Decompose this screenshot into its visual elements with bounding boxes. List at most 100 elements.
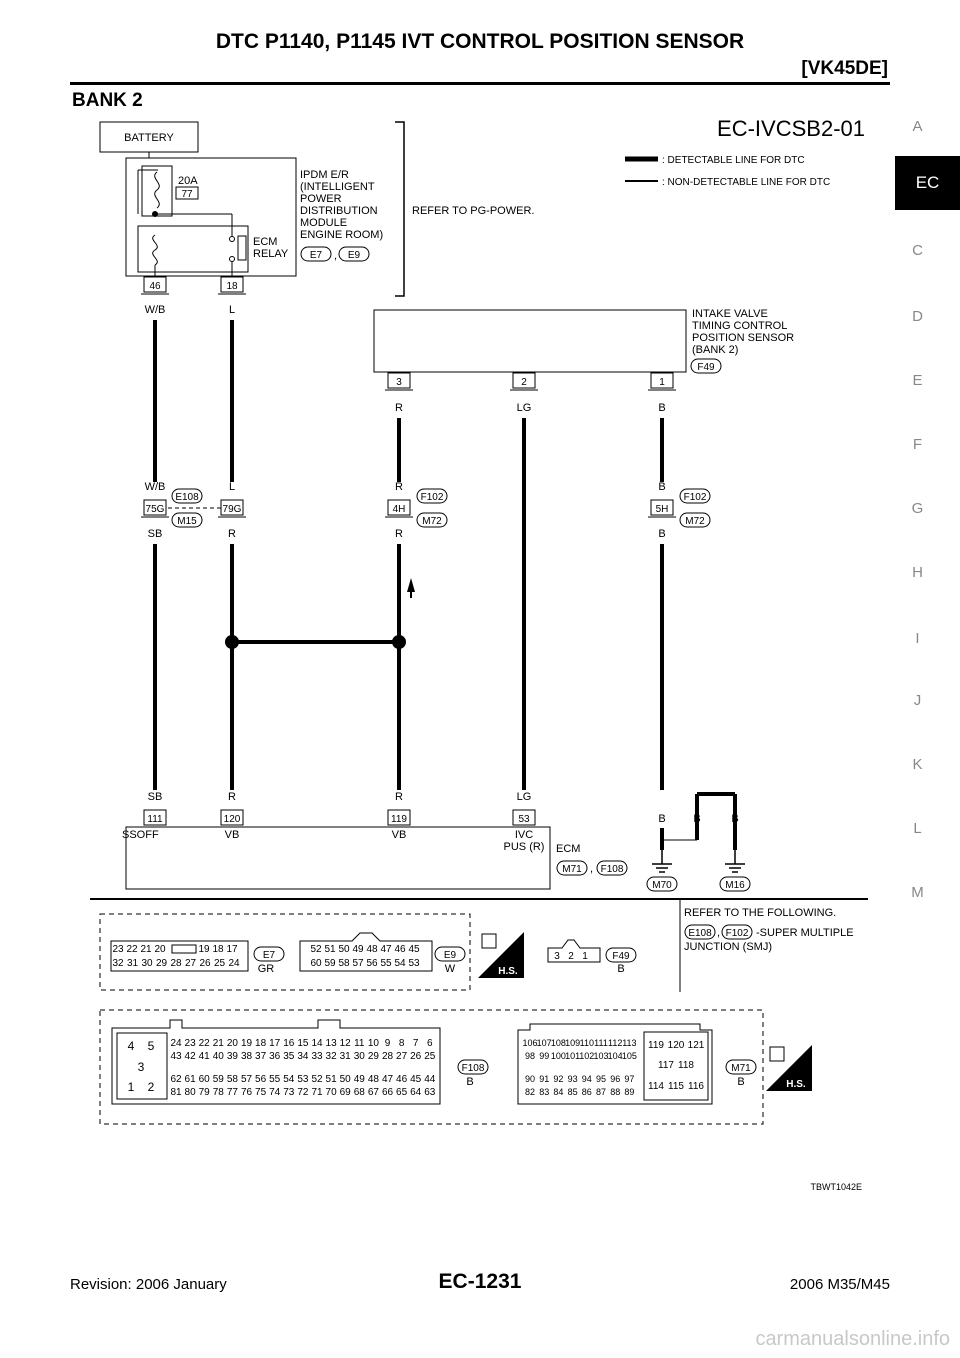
sensor-terminal-1 xyxy=(650,372,674,389)
pin-number: 28 xyxy=(170,958,182,969)
sensor-terminal-3-label: 3 xyxy=(396,377,402,388)
index-letter-m: M xyxy=(911,884,924,901)
connector-color: B xyxy=(617,963,624,975)
connector-f102-label: F102 xyxy=(421,492,444,503)
fuse-no-box xyxy=(175,186,199,200)
ground-m16 xyxy=(719,876,751,892)
pin-number: 4 xyxy=(128,1039,135,1053)
connector-color: B xyxy=(737,1076,744,1088)
watermark: carmanualsonline.info xyxy=(755,1328,950,1350)
pin-number: 51 xyxy=(326,1074,338,1085)
pin-number: 65 xyxy=(396,1087,408,1098)
pin-number: 74 xyxy=(269,1087,281,1098)
relay-contact xyxy=(229,256,235,262)
page-title: DTC P1140, P1145 IVT CONTROL POSITION SE… xyxy=(215,30,745,53)
pin-number: 59 xyxy=(213,1074,225,1085)
ipdm-label: DISTRIBUTION xyxy=(300,205,378,217)
figure-code: TBWT1042E xyxy=(810,1182,862,1192)
ecm-pin-name: PUS (R) xyxy=(504,841,545,853)
pin-number: 2 xyxy=(568,951,574,962)
wire-color: LG xyxy=(517,402,532,414)
harness-icon xyxy=(769,1046,785,1062)
pin-number: 32 xyxy=(112,958,124,969)
pin-number: 24 xyxy=(170,1038,182,1049)
connector-view-frame xyxy=(99,1009,764,1125)
wire-color: SB xyxy=(148,528,163,540)
wire-color: R xyxy=(395,791,403,803)
connector-e7-label: E7 xyxy=(310,250,323,261)
pin-number: 40 xyxy=(213,1051,225,1062)
pin-number: 109 xyxy=(565,1038,580,1048)
pin-number: 79 xyxy=(199,1087,211,1098)
terminal-18 xyxy=(220,276,244,293)
harness-icon xyxy=(481,933,497,949)
pin-number: 83 xyxy=(539,1087,549,1097)
pin-number: 48 xyxy=(366,944,378,955)
pin-number: 118 xyxy=(678,1060,694,1071)
pin-number: 24 xyxy=(228,958,240,969)
sensor-terminal-3 xyxy=(387,372,411,389)
pin-number: 17 xyxy=(226,944,238,955)
terminal-79g-label: 79G xyxy=(223,504,242,515)
junction-dot xyxy=(392,635,406,649)
pin-number: 120 xyxy=(668,1040,685,1051)
pin-number: 108 xyxy=(551,1038,566,1048)
index-letter-i: I xyxy=(915,630,920,647)
pin-number: 18 xyxy=(255,1038,267,1049)
header-rule xyxy=(70,82,890,85)
ecm-terminal-120 xyxy=(220,809,244,826)
pin-number: 23 xyxy=(185,1038,197,1049)
pin-number: 37 xyxy=(255,1051,267,1062)
connector-e108 xyxy=(684,924,716,940)
terminal-46-label: 46 xyxy=(149,281,161,292)
wire-color: R xyxy=(228,791,236,803)
pin-number: 90 xyxy=(525,1074,535,1084)
pin-number: 61 xyxy=(185,1074,197,1085)
wire-color: SB xyxy=(148,791,163,803)
footer-revision: Revision: 2006 January xyxy=(70,1276,227,1293)
pin-number: 21 xyxy=(140,944,152,955)
connector-f49-tag-label: F49 xyxy=(612,951,630,962)
connector-f108-tag-label: F108 xyxy=(462,1063,485,1074)
ipdm-label: IPDM E/R xyxy=(300,169,349,181)
connector-e9 xyxy=(338,246,370,262)
index-letter-k: K xyxy=(912,756,923,773)
connector-f49-view xyxy=(547,939,601,963)
connector-e9-tag xyxy=(434,946,466,962)
connector-lock xyxy=(171,944,197,954)
bank-label: BANK 2 xyxy=(72,90,143,111)
pin-number: 23 xyxy=(112,944,124,955)
pin-number: 36 xyxy=(269,1051,281,1062)
pin-number: 106 xyxy=(522,1038,537,1048)
refer-pg-power: REFER TO PG-POWER. xyxy=(412,205,534,217)
pin-number: 67 xyxy=(368,1087,380,1098)
ground-m70 xyxy=(646,876,678,892)
pin-number: 11 xyxy=(354,1038,365,1049)
pin-number: 21 xyxy=(213,1038,225,1049)
connector-e108-label: E108 xyxy=(688,928,712,939)
index-letter-ec: EC xyxy=(895,156,960,210)
pin-number: 60 xyxy=(199,1074,211,1085)
wire-color: B xyxy=(658,481,665,493)
ipdm-label: POWER xyxy=(300,193,342,205)
hs-label: H.S. xyxy=(786,1079,806,1090)
ecm-pin-name: VB xyxy=(392,829,407,841)
sensor-box xyxy=(373,309,687,373)
ecm-terminal-53 xyxy=(512,809,536,826)
relay-contact-icon xyxy=(237,235,247,261)
wire-color: W/B xyxy=(145,304,166,316)
pin-number: 71 xyxy=(311,1087,323,1098)
pin-number: 46 xyxy=(394,944,406,955)
ipdm-label: ENGINE ROOM) xyxy=(300,229,383,241)
refer-bracket xyxy=(395,121,405,297)
pin-number: 25 xyxy=(214,958,226,969)
pin-number: 86 xyxy=(582,1087,592,1097)
connector-e108-label: E108 xyxy=(175,492,199,503)
relay-coil-icon xyxy=(152,234,158,266)
pin-number: 10 xyxy=(368,1038,380,1049)
pin-number: 100 xyxy=(551,1051,566,1061)
connector-m72-label: M72 xyxy=(685,516,705,527)
pin-number: 32 xyxy=(326,1051,338,1062)
ecm-relay-label: RELAY xyxy=(253,248,289,260)
sensor-label: TIMING CONTROL xyxy=(692,320,787,332)
